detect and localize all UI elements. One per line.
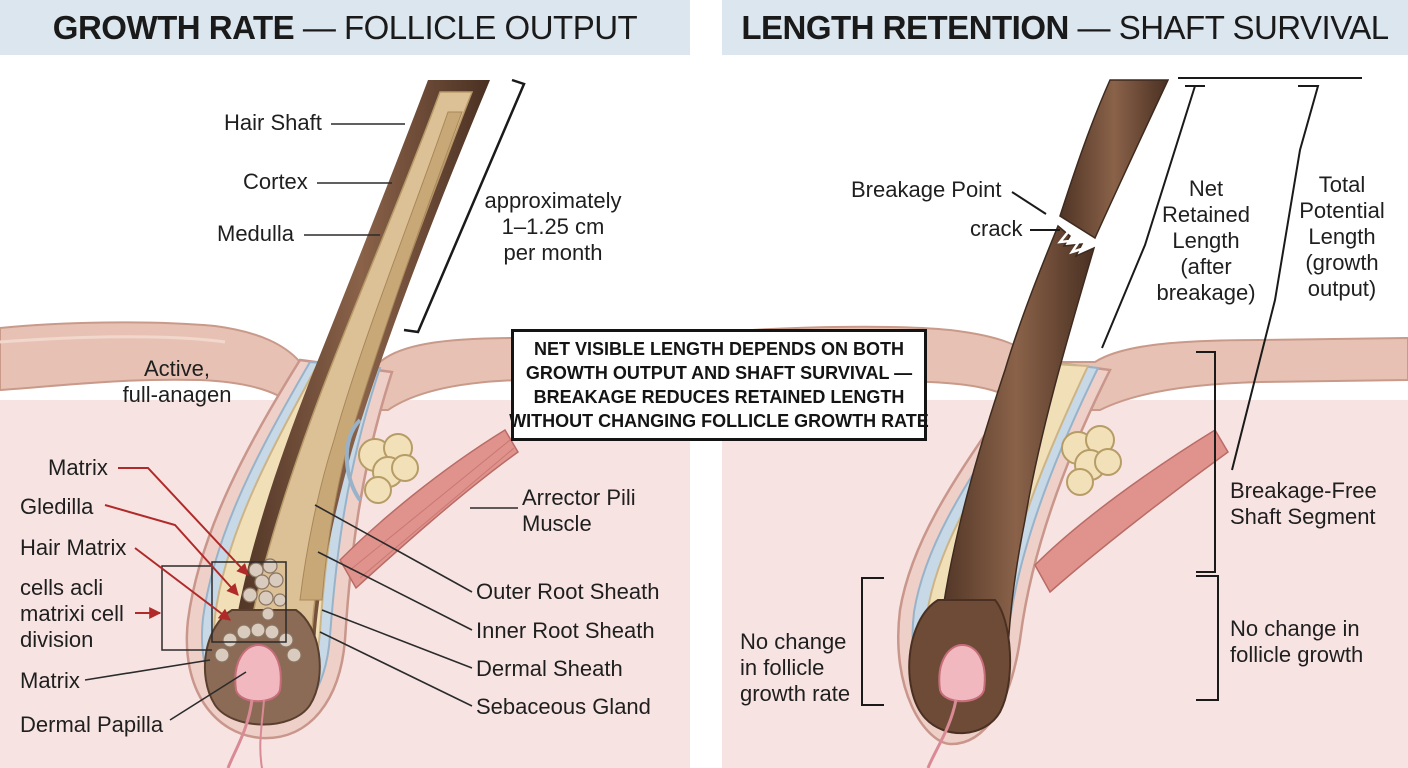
label-medulla: Medulla [217,221,295,246]
no-change-right-line2: follicle growth [1230,642,1364,667]
label-cortex: Cortex [243,169,308,194]
net-line2: Retained [1161,202,1251,227]
total-line5: output) [1307,276,1377,301]
net-line3: Length [1172,228,1240,253]
total-line2: Potential [1299,198,1385,223]
right-panel-header: LENGTH RETENTION — SHAFT SURVIVAL [722,0,1408,55]
callout-line1: NET VISIBLE LENGTH DEPENDS ON BOTH [533,339,905,359]
summary-callout-box: NET VISIBLE LENGTH DEPENDS ON BOTH GROWT… [509,329,929,441]
left-sebaceous-gland [358,433,419,504]
segment-line2: Shaft Segment [1230,504,1376,529]
label-cells-division: cells acli matrixi cell division [20,575,124,653]
right-arrector-pili [1034,428,1229,594]
label-matrix-top: Matrix [48,455,108,480]
left-panel-illustration [0,78,691,768]
left-panel-header: GROWTH RATE — FOLLICLE OUTPUT [0,0,690,55]
net-line1: Net [1188,176,1224,201]
label-crack: crack [970,216,1023,241]
cells-line2: matrixi cell [20,601,124,626]
arrector-line2: Muscle [522,511,592,536]
label-growth-rate: approximately 1–1.25 cm per month [478,188,628,266]
right-panel-illustration [721,77,1408,768]
label-no-change-right: No change in follicle growth [1230,616,1363,668]
right-title-rest: — SHAFT SURVIVAL [1077,8,1390,46]
right-dermal-papilla [938,643,986,703]
right-dermis [722,400,1408,768]
label-total-potential: Total Potential Length (growth output) [1290,172,1394,302]
segment-line1: Breakage-Free [1230,478,1377,503]
callout-line2: GROWTH OUTPUT AND SHAFT SURVIVAL — [525,363,913,383]
label-hair-shaft: Hair Shaft [224,110,322,135]
label-dermal-papilla: Dermal Papilla [20,712,164,737]
arrector-line1: Arrector Pili [522,485,636,510]
label-sebaceous-gland: Sebaceous Gland [476,694,651,719]
label-outer-root-sheath: Outer Root Sheath [476,579,660,604]
label-active-anagen: Active, full-anagen [112,356,242,408]
total-line3: Length [1308,224,1376,249]
active-line1: Active, [143,356,211,381]
cells-line3: division [20,627,94,652]
growth-rate-line1: approximately [484,188,622,213]
growth-rate-bracket [403,78,526,334]
left-red-arrows [104,467,249,621]
label-gledilla: Gledilla [20,494,94,519]
growth-rate-line3: per month [503,240,603,265]
left-dermal-papilla [234,643,282,703]
no-change-left-line2: in follicle [740,655,825,680]
left-leader-lines [84,123,518,721]
breakage-crack [1055,217,1099,255]
no-change-right-line1: No change in [1230,616,1360,641]
callout-line3: BREAKAGE REDUCES RETAINED LENGTH [533,387,905,407]
cells-line1: cells acli [20,575,104,600]
right-measure-lines [861,77,1362,706]
label-inner-root-sheath: Inner Root Sheath [476,618,655,643]
right-sebaceous-gland [1061,425,1122,496]
no-change-left-line3: growth rate [740,681,851,706]
active-line2: full-anagen [122,382,232,407]
net-line4: (after [1180,254,1232,279]
label-no-change-left: No change in follicle growth rate [740,629,850,707]
total-line4: (growth [1305,250,1379,275]
no-change-left-line1: No change [740,629,847,654]
total-line1: Total [1318,172,1366,197]
label-hair-matrix: Hair Matrix [20,535,127,560]
right-shaft-upper [1059,79,1170,240]
net-line5: breakage) [1156,280,1256,305]
left-matrix-highlight-box [211,561,287,643]
left-medulla [299,111,463,601]
left-title-bold: GROWTH RATE [52,8,295,46]
callout-line4: WITHOUT CHANGING FOLLICLE GROWTH RATE [509,411,929,431]
right-title-bold: LENGTH RETENTION [741,8,1069,46]
growth-rate-line2: 1–1.25 cm [501,214,605,239]
label-arrector-pili: Arrector Pili Muscle [522,485,636,537]
label-matrix-bottom: Matrix [20,668,80,693]
left-title-rest: — FOLLICLE OUTPUT [302,8,638,46]
label-breakage-free-segment: Breakage-Free Shaft Segment [1230,478,1377,530]
label-net-retained: Net Retained Length (after breakage) [1148,176,1264,306]
label-dermal-sheath: Dermal Sheath [476,656,623,681]
label-breakage-point: Breakage Point [851,177,1002,202]
